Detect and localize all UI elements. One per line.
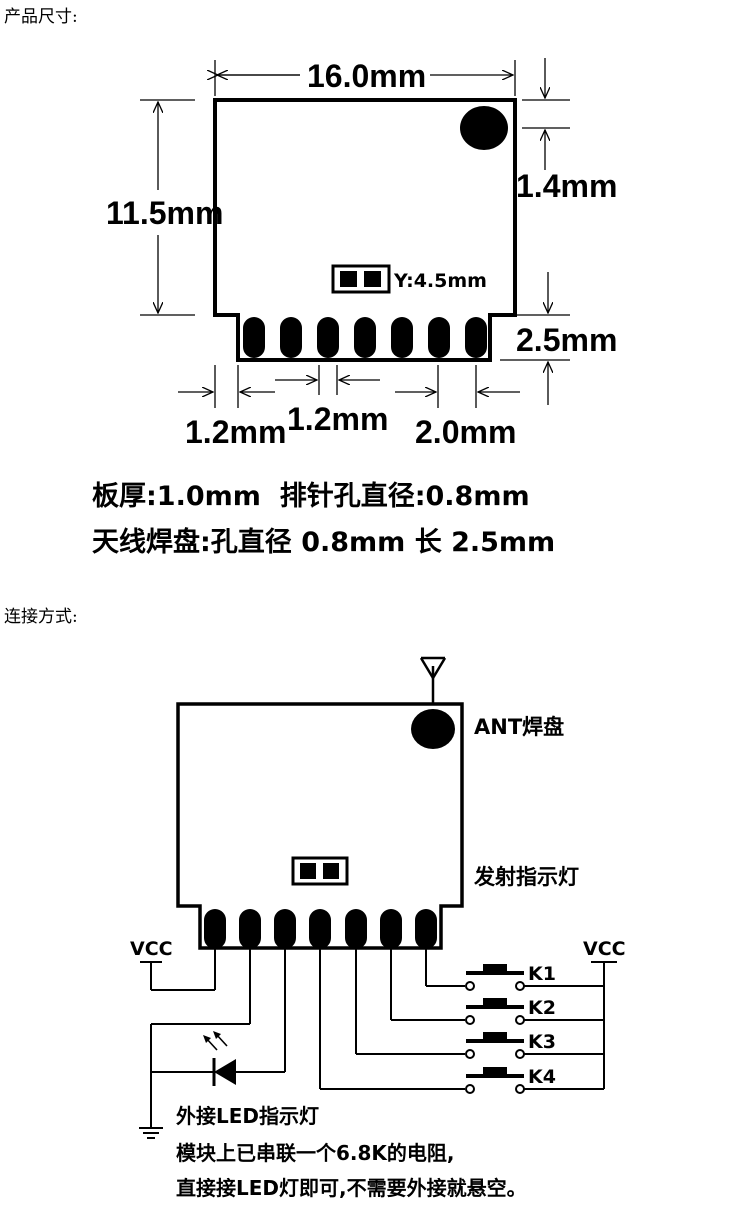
pin-width-label: 1.2mm <box>287 401 388 437</box>
key-switch <box>465 998 525 1025</box>
pin <box>317 317 339 358</box>
pin <box>345 909 367 949</box>
ant-pad <box>411 709 455 749</box>
pin <box>204 909 226 949</box>
section-title-connection: 连接方式: <box>4 607 78 627</box>
pin <box>239 909 261 949</box>
pin <box>354 317 376 358</box>
vcc-right-label: VCC <box>583 938 626 960</box>
pin <box>309 909 331 949</box>
led-y-label: Y:4.5mm <box>393 270 487 292</box>
spec-line-1: 板厚:1.0mm 排针孔直径:0.8mm <box>92 481 530 512</box>
pin-row <box>243 317 487 358</box>
section-title-dimensions: 产品尺寸: <box>4 7 78 27</box>
ext-led-label: 外接LED指示灯 <box>176 1104 319 1128</box>
dimension-drawing: Y:4.5mm <box>92 58 617 558</box>
note-line-1: 模块上已串联一个6.8K的电阻, <box>176 1141 455 1165</box>
module-outline <box>213 98 517 362</box>
key-label: K1 <box>528 963 556 985</box>
vcc-left-label: VCC <box>130 938 173 960</box>
module-outline <box>176 702 464 950</box>
key-switch <box>465 1067 525 1094</box>
pin <box>280 317 302 358</box>
pin-pitch-label: 2.0mm <box>415 414 516 450</box>
pin <box>428 317 450 358</box>
pin <box>243 317 265 358</box>
led-footprint <box>331 264 391 294</box>
tx-led-label: 发射指示灯 <box>473 865 579 889</box>
note-line-2: 直接接LED灯即可,不需要外接就悬空。 <box>176 1176 527 1200</box>
pin <box>380 909 402 949</box>
pin <box>274 909 296 949</box>
pin <box>465 317 487 358</box>
key-label: K3 <box>528 1031 556 1053</box>
pin-row <box>204 909 437 949</box>
ant-offset-label: 1.4mm <box>516 168 617 204</box>
key-switch <box>465 1032 525 1059</box>
key-label: K4 <box>528 1066 556 1088</box>
led-footprint <box>291 856 349 886</box>
pin-height-label: 2.5mm <box>516 322 617 358</box>
wiring <box>139 949 617 1139</box>
height-label: 11.5mm <box>106 195 223 231</box>
connection-diagram: ANT焊盘 发射指示灯 <box>130 656 626 1200</box>
pin <box>415 909 437 949</box>
ant-pad <box>460 106 508 150</box>
spec-line-2: 天线焊盘:孔直径 0.8mm 长 2.5mm <box>92 526 555 558</box>
antenna-symbol <box>419 656 447 704</box>
ant-label: ANT焊盘 <box>474 715 564 739</box>
led-symbol <box>203 1031 236 1086</box>
pin <box>391 317 413 358</box>
key-switch <box>465 964 525 991</box>
width-label: 16.0mm <box>307 58 426 94</box>
edge-left-label: 1.2mm <box>185 414 286 450</box>
key-label: K2 <box>528 997 556 1019</box>
